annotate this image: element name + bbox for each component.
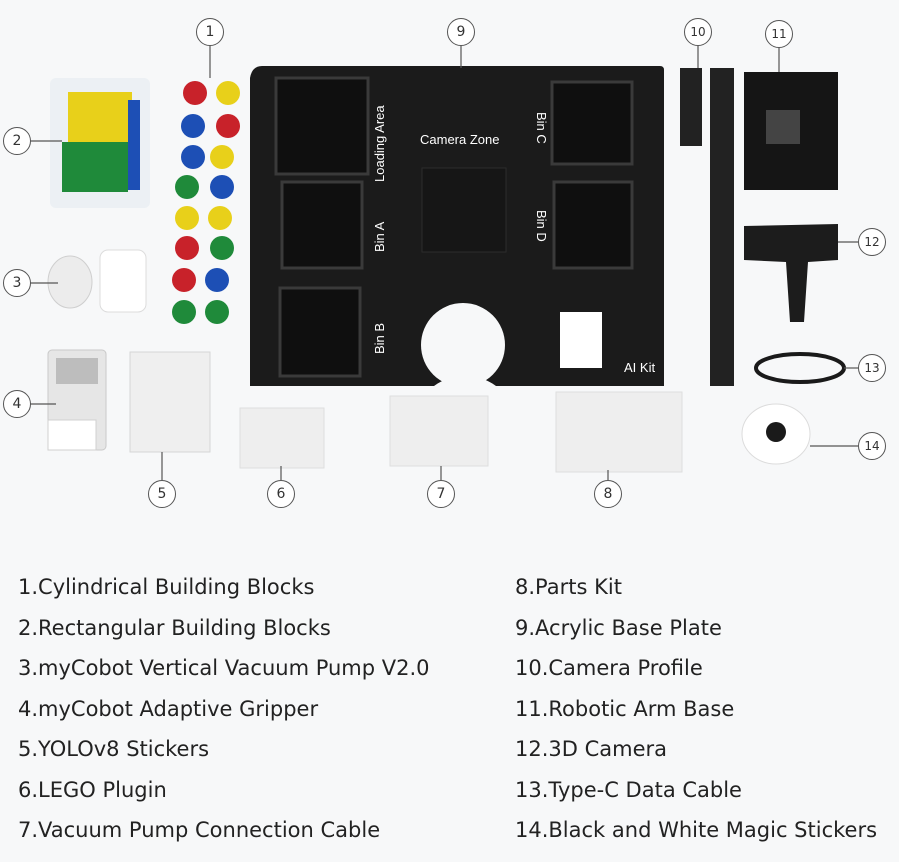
legend-item: 7.Vacuum Pump Connection Cable — [18, 818, 381, 842]
legend-item: 10.Camera Profile — [515, 656, 703, 680]
callout-9: 9 — [447, 18, 475, 46]
callout-13: 13 — [858, 354, 886, 382]
product-kit-photo: Camera Zone AI Kit Loading Area Bin A Bi… — [30, 46, 858, 480]
yolov8-stickers — [129, 351, 211, 453]
legend-item: 6.LEGO Plugin — [18, 777, 167, 802]
callout-10: 10 — [684, 18, 712, 46]
callout-2: 2 — [3, 127, 31, 155]
plate-label-bin-c: Bin C — [534, 112, 549, 144]
cylindrical-blocks — [172, 81, 240, 324]
callout-12: 12 — [858, 228, 886, 256]
callout-3: 3 — [3, 269, 31, 297]
callout-4: 4 — [3, 390, 31, 418]
acrylic-base-plate: Camera Zone AI Kit Loading Area Bin A Bi… — [250, 66, 664, 387]
legend-item: 5.YOLOv8 Stickers — [18, 737, 210, 761]
vacuum-pump — [47, 249, 147, 313]
plate-label-camera-zone: Camera Zone — [420, 132, 499, 147]
3d-camera — [744, 224, 838, 322]
legend-item: 13.Type-C Data Cable — [515, 777, 742, 802]
legend-item: 12.3D Camera — [515, 737, 668, 761]
magic-stickers — [741, 403, 811, 465]
parts-kit-bag — [555, 391, 683, 473]
plate-label-bin-b: Bin B — [372, 323, 387, 354]
callout-8: 8 — [594, 480, 622, 508]
legend-left-column: 1.Cylindrical Building Blocks 2.Rectangu… — [18, 575, 430, 859]
rectangular-blocks — [50, 78, 150, 208]
plate-label-ai-kit: AI Kit — [624, 360, 655, 375]
callout-5: 5 — [148, 480, 176, 508]
connection-cable-bag — [389, 395, 489, 467]
plate-label-bin-d: Bin D — [534, 210, 549, 242]
legend-item: 4.myCobot Adaptive Gripper — [18, 696, 319, 721]
callout-6: 6 — [267, 480, 295, 508]
legend-item: 14.Black and White Magic Stickers — [515, 818, 878, 842]
legend-item: 1.Cylindrical Building Blocks — [18, 575, 315, 599]
robotic-arm-base — [744, 72, 838, 190]
callout-7: 7 — [427, 480, 455, 508]
adaptive-gripper — [47, 349, 107, 451]
legend-item: 2.Rectangular Building Blocks — [18, 615, 331, 640]
legend-item: 9.Acrylic Base Plate — [515, 615, 722, 640]
plate-label-loading-area: Loading Area — [372, 105, 387, 182]
lego-plugin-bag — [239, 407, 325, 469]
callout-1: 1 — [196, 18, 224, 46]
plate-label-bin-a: Bin A — [372, 221, 387, 252]
callout-11: 11 — [765, 20, 793, 48]
legend-item: 8.Parts Kit — [515, 575, 622, 599]
legend-item: 11.Robotic Arm Base — [515, 696, 735, 721]
legend-item: 3.myCobot Vertical Vacuum Pump V2.0 — [18, 656, 430, 680]
callout-leader-lines — [30, 46, 858, 480]
callout-14: 14 — [858, 432, 886, 460]
camera-profile — [680, 68, 734, 386]
legend-right-column: 8.Parts Kit 9.Acrylic Base Plate 10.Came… — [515, 575, 877, 859]
